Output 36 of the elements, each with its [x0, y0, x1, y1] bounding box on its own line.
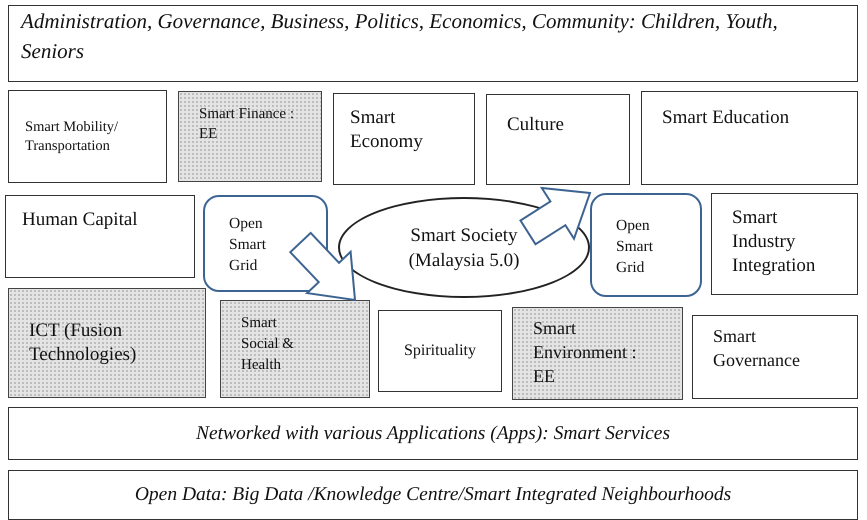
node-label: Smart Economy — [350, 106, 424, 154]
category-box — [8, 288, 206, 398]
node-label: Smart Finance : EE — [199, 105, 295, 144]
node-label: Smart Industry Integration — [732, 206, 816, 278]
category-box — [8, 5, 858, 82]
category-box — [333, 93, 475, 185]
category-box — [512, 307, 683, 400]
node-label: Culture — [507, 113, 564, 137]
block-arrow — [519, 186, 592, 246]
category-box — [378, 310, 502, 392]
category-box — [8, 407, 858, 460]
category-box — [641, 91, 858, 185]
category-box — [711, 193, 858, 295]
node-label: Smart Governance — [713, 325, 801, 372]
node-label: Smart Environment : EE — [533, 317, 638, 388]
category-box — [178, 91, 322, 182]
node-label: Smart Society (Malaysia 5.0) — [408, 224, 520, 272]
grid-box — [590, 193, 702, 297]
block-arrow — [288, 231, 356, 302]
node-label: Open Data: Big Data /Knowledge Centre/Smart Integrated Neighbourhoods — [134, 483, 732, 508]
category-box — [692, 315, 858, 399]
node-label: Spirituality — [404, 341, 476, 361]
category-box — [8, 470, 858, 520]
node-label: Smart Education — [662, 106, 790, 130]
node-label: Networked with various Applications (Apps): Smart Services — [196, 422, 670, 446]
node-label: Smart Social & Health — [241, 314, 295, 375]
category-box — [220, 300, 370, 398]
category-box — [5, 195, 195, 278]
node-label: Human Capital — [22, 208, 138, 232]
category-box — [486, 94, 630, 185]
node-label: Administration, Governance, Business, Politics, Economics, Community: Children, Youth, Seniors — [21, 8, 779, 65]
node-label: Smart Mobility/ Transportation — [25, 118, 120, 156]
node-label: Open Smart Grid — [616, 216, 654, 278]
node-label: Open Smart Grid — [229, 214, 268, 276]
node-label: ICT (Fusion Technologies) — [29, 319, 138, 367]
category-box — [8, 90, 167, 183]
